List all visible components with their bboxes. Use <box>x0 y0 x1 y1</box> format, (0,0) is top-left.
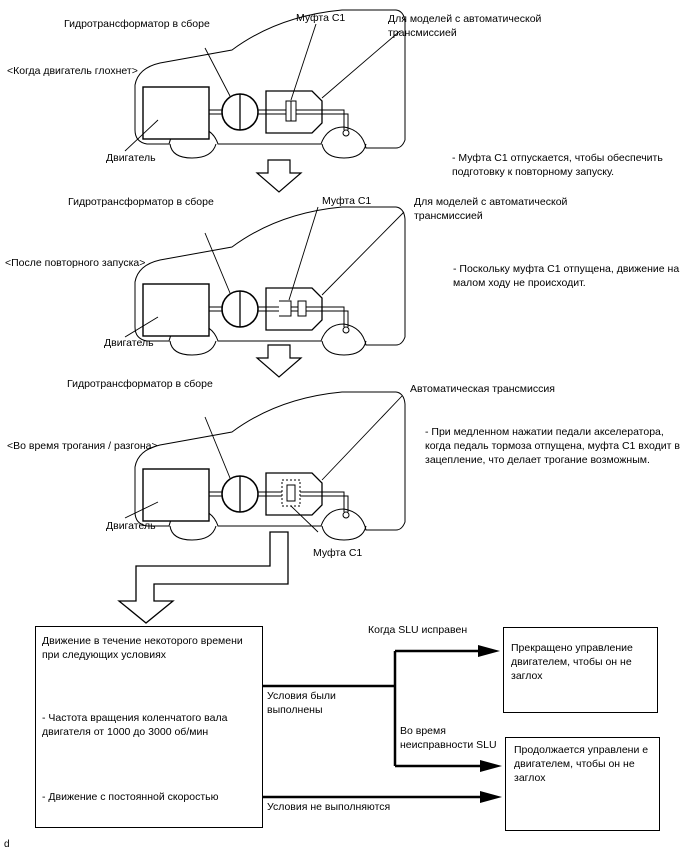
engine-label-1: Двигатель <box>106 152 156 164</box>
condition-item-rpm: - Частота вращения коленчатого вала двиг… <box>42 712 228 738</box>
at-models-label-2: Для моделей с автоматической трансмиссие… <box>414 196 568 222</box>
clutch-c1-label-2: Муфта C1 <box>322 195 372 207</box>
clutch-c1-label-1: Муфта C1 <box>296 12 346 24</box>
slu-ok-label: Когда SLU исправен <box>368 624 468 636</box>
torque-converter-label-3: Гидротрансформатор в сборе <box>67 378 213 390</box>
bent-arrow <box>117 531 289 624</box>
flow-lines <box>262 645 502 803</box>
at-models-label-1: Для моделей с автоматической трансмиссие… <box>388 13 542 39</box>
car-diagram-stage-1 <box>124 9 406 159</box>
engine-label-2: Двигатель <box>104 337 154 349</box>
engine-label-3: Двигатель <box>106 520 156 532</box>
footer-code: d <box>4 839 10 850</box>
down-arrow-2 <box>256 344 302 378</box>
stage-title-3: <Во время трогания / разгона> <box>7 440 158 452</box>
torque-converter-label-2: Гидротрансформатор в сборе <box>68 196 214 208</box>
car-diagram-stage-3 <box>124 391 406 541</box>
slu-fail-label: Во время неисправности SLU <box>400 725 497 751</box>
condition-item-speed: - Движение с постоянной скоростью <box>42 791 219 803</box>
result-stop-text: Прекращено управление двигателем, чтобы … <box>511 642 633 682</box>
stage-title-1: <Когда двигатель глохнет> <box>7 65 138 77</box>
result-continue-text: Продолжается управлени е двигателем, что… <box>514 744 649 784</box>
conditions-not-met-label: Условия не выполняются <box>267 801 391 813</box>
clutch-c1-label-3: Муфта C1 <box>313 547 363 559</box>
condition-box <box>35 626 263 828</box>
stage-note-3: - При медленном нажатии педали акселерат… <box>425 426 680 466</box>
stage-note-1: - Муфта C1 отпускается, чтобы обеспечить… <box>452 152 663 178</box>
torque-converter-label-1: Гидротрансформатор в сборе <box>64 18 210 30</box>
car-diagram-stage-2 <box>124 206 406 356</box>
result-box-stop <box>503 627 658 713</box>
result-box-continue <box>505 737 660 831</box>
stage-title-2: <После повторного запуска> <box>5 257 146 269</box>
stage-note-2: - Поскольку муфта C1 отпущена, движение … <box>453 263 680 289</box>
down-arrow-1 <box>256 159 302 193</box>
conditions-met-label: Условия были выполнены <box>267 690 336 716</box>
condition-title: Движение в течение некоторого времени пр… <box>42 635 243 661</box>
automatic-transmission-label: Автоматическая трансмиссия <box>410 383 555 395</box>
